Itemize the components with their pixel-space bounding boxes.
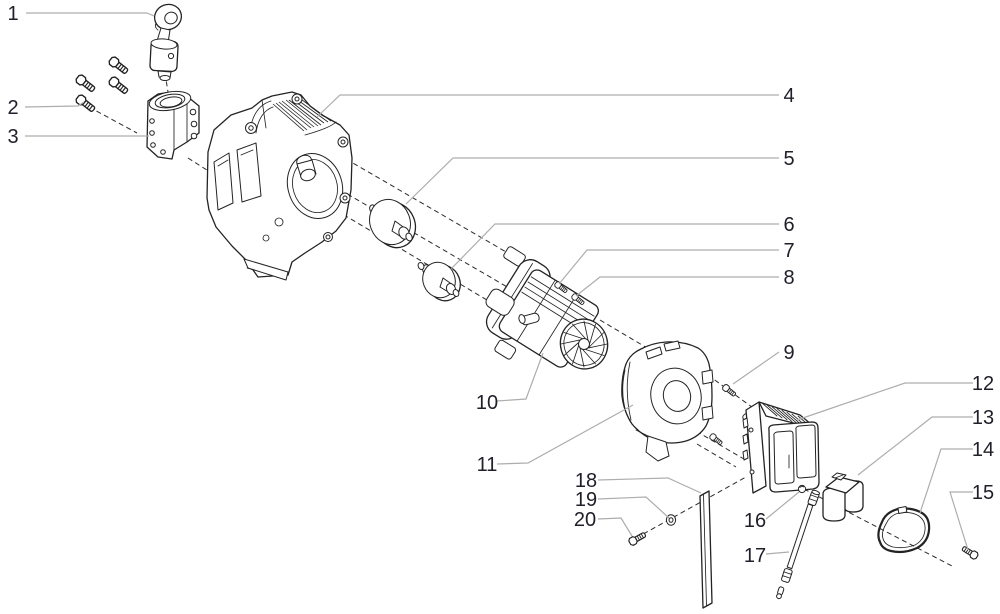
part-2-mounting-screws [74,55,131,115]
leader-line-2-mounting-screws [24,101,85,108]
callout-label-3: 3 [7,126,18,148]
part-13-capacitor [822,472,864,522]
leader-line-13-capacitor [857,416,973,476]
part-14-gasket [877,506,931,554]
part-12-control-board [742,401,820,494]
part-16-ball [797,484,807,494]
leader-line-19-washer [597,496,670,519]
leader-line-9-stator-screw [732,351,780,385]
housing-window-right [236,142,262,203]
leader-line-14-gasket [919,448,973,514]
leader-line-17-wire-assembly [765,551,790,555]
callout-label-1: 1 [7,3,18,25]
part-11-motor-stator [621,340,714,462]
part-15-cover-screw [960,544,980,561]
part-17-wire-assembly [776,489,821,600]
callout-label-9: 9 [783,342,794,364]
part-9-stator-screw [721,383,738,398]
callout-label-15: 15 [972,482,994,504]
callout-label-20: 20 [574,509,596,531]
part-18-cover-panel [699,490,713,609]
leader-line-4-gear-housing [316,94,779,118]
part-10-motor-armature [485,246,609,370]
leader-line-11-motor-stator [496,404,634,465]
part-4-gear-housing [206,91,353,281]
callout-label-7: 7 [783,240,794,262]
centerline-axis-mid [317,176,541,307]
centerline-screw20-to-board [635,476,747,539]
leader-line-1-connecting-rod-assembly [26,12,155,17]
part-3-pump-block [146,90,200,160]
part-5-second-stage-gear [369,198,417,249]
centerline-stator-to-board-b [696,443,737,468]
callout-label-18: 18 [575,470,597,492]
callout-label-4: 4 [783,85,794,107]
board-screw-lower [708,432,724,447]
leader-line-12-control-board [796,382,973,421]
centerline-axis-lower [328,205,498,307]
leader-line-7-motor-screw-front [558,249,779,285]
callout-label-8: 8 [783,267,794,289]
callout-label-14: 14 [972,439,994,461]
leader-line-8-motor-screw-rear [575,276,779,297]
callout-label-6: 6 [783,214,794,236]
callout-label-2: 2 [7,97,18,119]
leader-line-5-second-stage-gear [405,157,779,205]
part-1-connecting-rod [149,3,183,81]
callout-label-16: 16 [744,510,766,532]
parts [74,3,980,609]
callout-label-17: 17 [744,545,766,567]
leader-line-15-cover-screw [949,491,973,551]
leader-line-20-panel-screw [597,517,633,537]
callout-label-12: 12 [972,373,994,395]
callout-label-13: 13 [972,407,994,429]
leader-line-6-first-stage-gear [450,223,779,270]
leader-line-16-ball [765,491,800,520]
centerline-screws-to-block [88,106,138,134]
part-6-first-stage-gear [417,261,461,302]
callout-label-11: 11 [477,454,498,476]
motor-fan [559,318,609,370]
leader-line-10-motor-armature [496,352,544,402]
centerline-axis-upper [345,158,533,268]
leader-line-18-cover-panel [597,477,702,494]
housing-window-left [213,152,234,211]
callout-label-5: 5 [783,148,794,170]
callout-label-10: 10 [476,392,498,414]
callout-label-19: 19 [575,489,597,511]
